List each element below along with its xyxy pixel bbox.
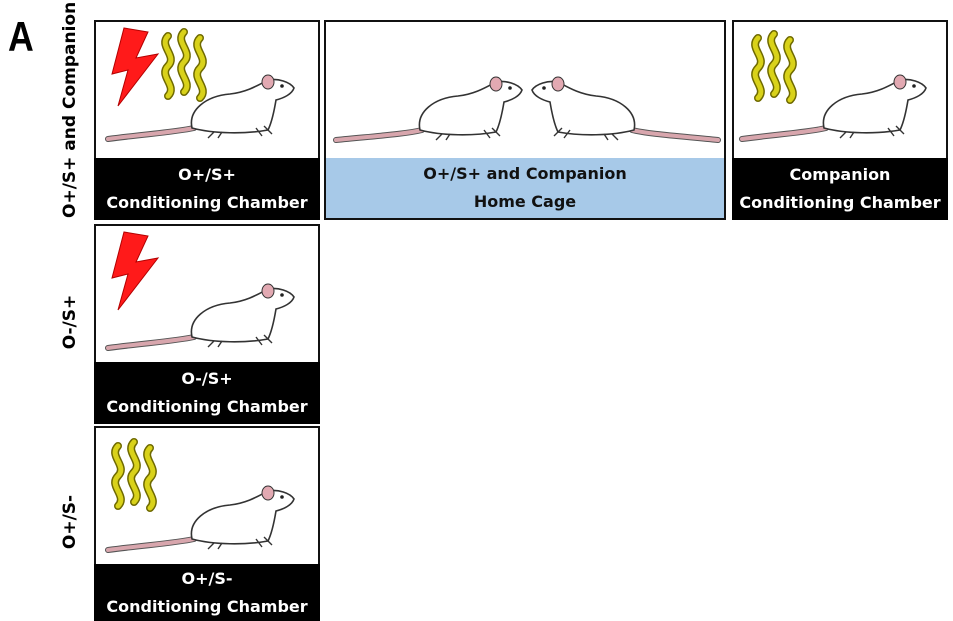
caption-line1: Companion — [790, 161, 891, 189]
odor-waves-icon — [755, 34, 793, 100]
chamber-o-plus-s-minus — [94, 426, 320, 566]
lightning-bolt-icon — [112, 28, 158, 106]
rat-icon — [742, 75, 926, 139]
lightning-bolt-icon — [112, 232, 158, 310]
caption-r1-home: O+/S+ and Companion Home Cage — [324, 158, 726, 220]
rat-icon — [336, 77, 522, 140]
caption-r1-companion: Companion Conditioning Chamber — [732, 158, 948, 220]
caption-r3-chamber: O+/S- Conditioning Chamber — [94, 564, 320, 621]
rat-icon — [532, 77, 718, 140]
rat-icon — [108, 284, 294, 348]
odor-waves-icon — [165, 32, 203, 98]
caption-line2: Conditioning Chamber — [739, 189, 940, 217]
caption-line1: O-/S+ — [181, 365, 232, 393]
row-label-3: O+/S- — [60, 472, 80, 572]
odor-waves-icon — [115, 442, 153, 508]
chamber-companion — [732, 20, 948, 160]
caption-r2-chamber: O-/S+ Conditioning Chamber — [94, 362, 320, 424]
panel-letter: A — [8, 16, 34, 58]
caption-line1: O+/S+ — [178, 161, 236, 189]
chamber-o-plus-s-plus — [94, 20, 320, 160]
row-label-1: O+/S+ and Companion — [60, 18, 80, 218]
caption-r1-chamber: O+/S+ Conditioning Chamber — [94, 158, 320, 220]
caption-line2: Conditioning Chamber — [106, 189, 307, 217]
chamber-o-minus-s-plus — [94, 224, 320, 364]
caption-line1: O+/S+ and Companion — [423, 160, 626, 188]
row-label-2: O-/S+ — [60, 272, 80, 372]
caption-line2: Conditioning Chamber — [106, 593, 307, 621]
caption-line2: Conditioning Chamber — [106, 393, 307, 421]
caption-line2: Home Cage — [474, 188, 576, 216]
caption-line1: O+/S- — [181, 565, 232, 593]
home-cage — [324, 20, 726, 160]
